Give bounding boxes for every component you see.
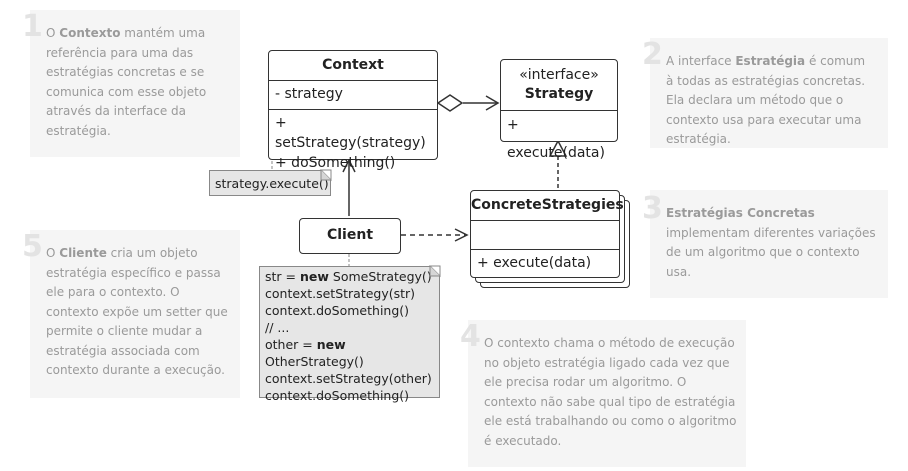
concrete-method-execute: + execute(data)	[477, 255, 592, 271]
context-note-text: strategy.execute()	[215, 176, 329, 191]
client-class-name: Client	[326, 227, 374, 243]
strategy-method-execute: + execute(data)	[507, 117, 605, 161]
client-code-fold-inner	[429, 266, 440, 277]
note-number: 3	[642, 191, 663, 226]
code-line: context.doSomething()	[265, 388, 410, 403]
note-text: O Contexto mantém uma referência para um…	[46, 26, 207, 138]
code-line: str = new SomeStrategy()	[265, 269, 432, 284]
strategy-header: «interface» Strategy	[501, 60, 617, 110]
code-line: context.setStrategy(str)	[265, 286, 416, 301]
note-concrete: 3 Estratégias Concretas implementam dife…	[642, 190, 888, 298]
strategy-stereotype: «interface»	[519, 67, 599, 83]
client-context-arrowhead	[342, 158, 356, 173]
note-strategy: 2 A interface Estratégia é comum à todas…	[642, 38, 888, 148]
context-note: strategy.execute()	[209, 170, 331, 196]
concrete-strategies-class: ConcreteStrategies + execute(data)	[470, 190, 624, 278]
note-context: 1 O Contexto mantém uma referência para …	[22, 10, 240, 157]
note-text: Estratégias Concretas implementam difere…	[666, 206, 876, 279]
client-class: Client	[299, 218, 401, 254]
strategy-name: Strategy	[524, 86, 594, 102]
note-client: 5 O Cliente cria um objeto estratégia es…	[22, 230, 240, 398]
note-text: O contexto chama o método de execução no…	[484, 336, 737, 448]
context-field-strategy: - strategy	[275, 86, 343, 102]
code-line: context.doSomething()	[265, 303, 410, 318]
note-number: 4	[460, 319, 481, 354]
context-fields: - strategy	[269, 80, 437, 109]
concrete-strategies-name: ConcreteStrategies	[471, 197, 624, 213]
concrete-strategies-fields	[471, 220, 619, 249]
context-method-setstrategy: + setStrategy(strategy)	[275, 115, 426, 151]
note-number: 1	[22, 9, 43, 44]
context-note-fold-inner	[320, 170, 331, 181]
client-code-note: str = new SomeStrategy() context.setStra…	[259, 266, 440, 403]
context-methods: + setStrategy(strategy) + doSomething()	[269, 109, 437, 173]
strategy-interface: «interface» Strategy + execute(data)	[500, 59, 618, 161]
note-execution: 4 O contexto chama o método de execução …	[460, 320, 746, 467]
note-number: 5	[22, 229, 43, 264]
note-number: 2	[642, 37, 663, 72]
code-line: other = new OtherStrategy()	[265, 337, 364, 369]
aggregation-diamond	[436, 94, 464, 112]
context-class-name: Context	[322, 57, 384, 73]
concrete-strategies-methods: + execute(data)	[471, 249, 619, 276]
strategy-methods: + execute(data)	[501, 110, 617, 167]
code-line: // ...	[265, 320, 290, 335]
aggregation-arrowhead	[485, 95, 500, 111]
note-text: O Cliente cria um objeto estratégia espe…	[46, 246, 228, 377]
client-concrete-arrowhead	[454, 228, 469, 242]
code-line: context.setStrategy(other)	[265, 371, 432, 386]
context-class: Context - strategy + setStrategy(strateg…	[268, 50, 438, 171]
note-text: A interface Estratégia é comum à todas a…	[666, 54, 866, 146]
realization-triangle	[548, 139, 568, 157]
context-method-dosomething: + doSomething()	[275, 155, 396, 171]
